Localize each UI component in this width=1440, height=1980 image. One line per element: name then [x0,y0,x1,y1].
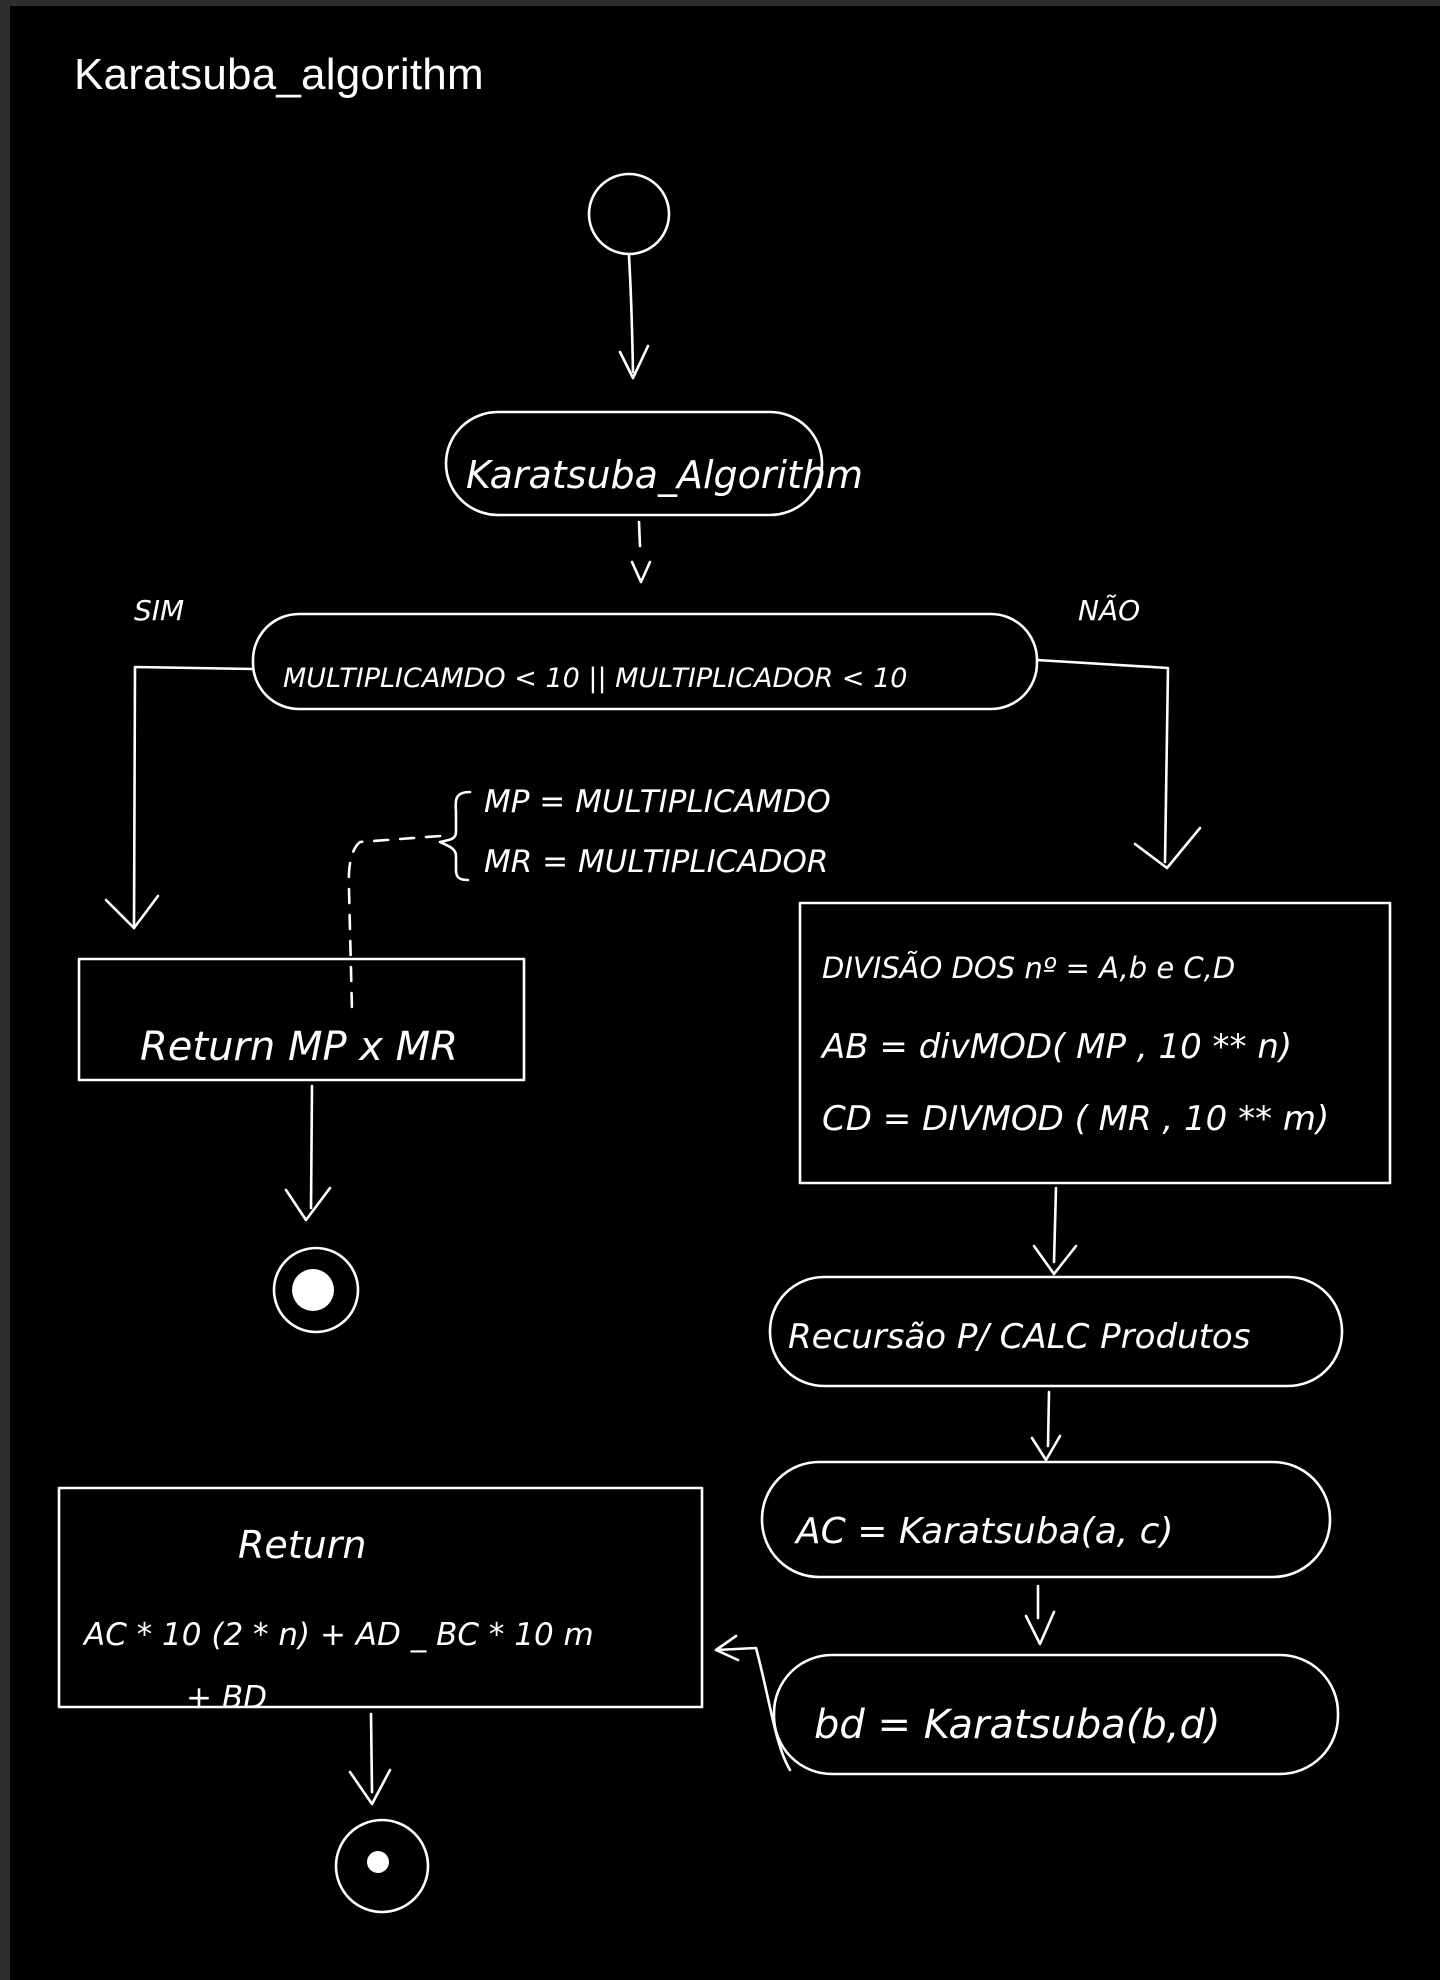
ac-node [760,1460,1332,1579]
arrow-main-decision [637,520,642,548]
arrowhead-recursion-ac [1030,1434,1062,1462]
page-title: Karatsuba_algorithm [74,50,484,99]
recursion-label: Recursão P/ CALC Produtos [788,1317,1250,1357]
division-line-2: AB = divMOD( MP , 10 ** n) [820,1027,1292,1067]
end-node-1-dot [292,1269,334,1311]
arrowhead-start-main [618,344,650,380]
arrow-start-main [627,254,635,374]
end-node-1 [272,1246,360,1334]
arrow-return-end1 [309,1084,314,1210]
ac-label: AC = Karatsuba(a, c) [794,1511,1174,1552]
arrowhead-main-decision [630,560,652,584]
arrowhead-bd-return [714,1634,740,1662]
arrowhead-return-end1 [284,1186,332,1222]
return-simple-node [77,957,526,1082]
division-line-3: CD = DIVMOD ( MR , 10 ** m) [822,1099,1329,1139]
arrowhead-return-end2 [348,1768,392,1806]
note-dashed-connector [347,834,442,1012]
branch-no-label: NÃO [1078,594,1140,627]
note-brace [438,790,472,882]
note-line-1: MP = MULTIPLICAMDO [484,784,831,820]
end-node-2 [334,1818,430,1914]
branch-yes-label: SIM [134,594,184,627]
division-line-1: DIVISÃO DOS nº = A,b e C,D [822,951,1235,985]
division-node [798,901,1392,1185]
arrow-yes-branch [132,665,255,930]
return-final-node [57,1486,704,1709]
decision-node [251,612,1039,711]
decision-label: MULTIPLICAMDO < 10 || MULTIPLICADOR < 10 [283,663,907,694]
arrowhead-yes-branch [104,894,160,930]
bd-node [772,1653,1340,1776]
return-simple-label: Return MP x MR [140,1024,458,1070]
arrowhead-no-branch [1133,826,1202,870]
return-final-line-1: AC * 10 (2 * n) + AD _ BC * 10 m [82,1617,594,1653]
main-activity-node [444,410,824,517]
bd-label: bd = Karatsuba(b,d) [814,1702,1220,1748]
arrowhead-ac-bd [1024,1610,1056,1646]
note-line-2: MR = MULTIPLICADOR [484,844,828,880]
arrowhead-division-recursion [1032,1244,1078,1276]
return-final-line-2: + BD [186,1680,267,1716]
arrow-no-branch [1035,658,1170,864]
main-activity-label: Karatsuba_Algorithm [466,453,863,497]
end-node-2-dot [367,1851,389,1873]
arrow-return-end2 [369,1712,374,1794]
arrow-bd-return [714,1646,792,1772]
start-node [587,172,671,256]
recursion-node [768,1275,1344,1388]
arrow-recursion-ac [1046,1390,1051,1448]
arrow-division-recursion [1052,1186,1058,1264]
return-final-title: Return [238,1523,366,1567]
